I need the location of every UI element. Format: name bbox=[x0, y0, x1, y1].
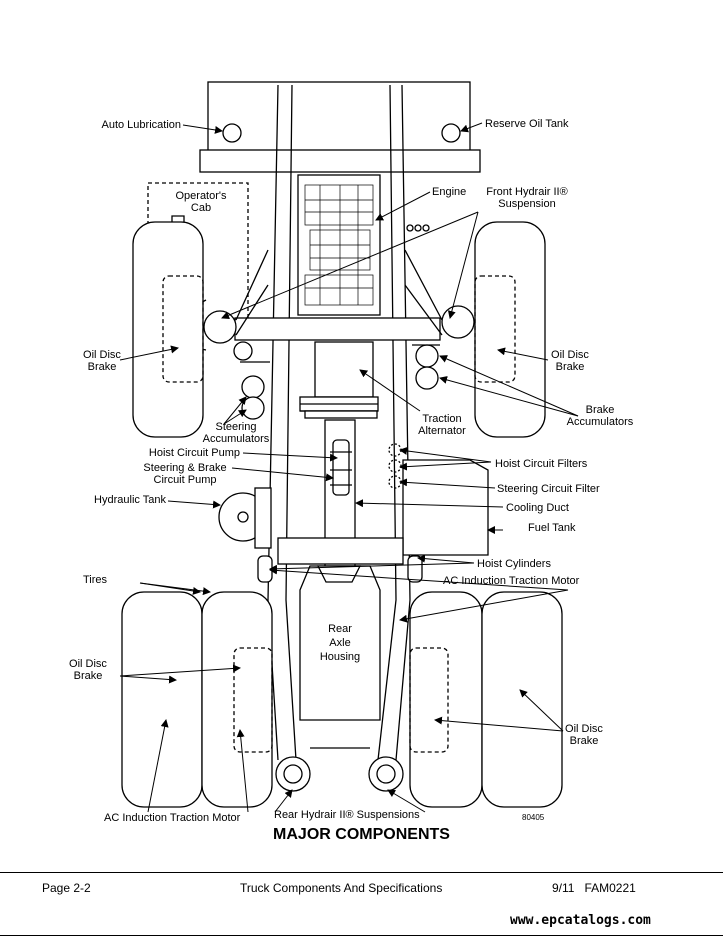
label-hoist-cylinders: Hoist Cylinders bbox=[477, 558, 551, 570]
footer-rule bbox=[0, 872, 723, 873]
label-steering-accumulators: Steering Accumulators bbox=[202, 421, 270, 445]
footer-section: Truck Components And Specifications bbox=[240, 881, 443, 895]
label-operators-cab: Operator's Cab bbox=[175, 190, 227, 214]
label-front-hydrair: Front Hydrair II® Suspension bbox=[486, 186, 568, 210]
auto-lube-tank bbox=[222, 123, 242, 143]
hoist-cylinder-left bbox=[257, 555, 273, 583]
label-oil-disc-brake-rear-left: Oil Disc Brake bbox=[69, 658, 107, 682]
footer-date-code: 9/11 FAM0221 bbox=[552, 881, 636, 895]
label-hoist-circuit-filters: Hoist Circuit Filters bbox=[495, 458, 588, 470]
front-right-tire bbox=[474, 221, 546, 438]
rear-right-outer-tire bbox=[481, 591, 563, 808]
label-tires: Tires bbox=[83, 574, 108, 586]
label-ac-motor-right: AC Induction Traction Motor bbox=[443, 575, 580, 587]
label-cooling-duct: Cooling Duct bbox=[506, 502, 569, 514]
rear-right-inner-tire bbox=[409, 591, 483, 808]
hoist-cylinder-right bbox=[407, 555, 423, 583]
reserve-oil-tank bbox=[441, 123, 461, 143]
label-brake-accumulators: Brake Accumulators bbox=[566, 404, 634, 428]
label-traction-alternator: Traction Alternator bbox=[418, 413, 466, 437]
hoist-pump bbox=[332, 439, 350, 496]
fuel-tank bbox=[402, 459, 489, 556]
front-suspension-left bbox=[203, 310, 237, 344]
label-fuel-tank: Fuel Tank bbox=[528, 522, 576, 534]
label-hoist-circuit-pump: Hoist Circuit Pump bbox=[148, 447, 240, 459]
label-rear-hydrair: Rear Hydrair II® Suspensions bbox=[274, 809, 420, 821]
label-reserve-oil-tank: Reserve Oil Tank bbox=[485, 118, 569, 130]
front-left-tire bbox=[132, 221, 204, 438]
label-engine: Engine bbox=[432, 186, 467, 198]
rear-suspension-right bbox=[368, 756, 404, 792]
figure-number: 80405 bbox=[522, 813, 545, 822]
footer-page: Page 2-2 bbox=[42, 881, 91, 895]
label-hydraulic-tank: Hydraulic Tank bbox=[94, 494, 166, 506]
diagram-title: MAJOR COMPONENTS bbox=[273, 826, 450, 843]
rear-suspension-left bbox=[275, 756, 311, 792]
traction-alternator bbox=[314, 341, 374, 398]
label-steering-circuit-filter: Steering Circuit Filter bbox=[497, 483, 600, 495]
label-ac-motor-left: AC Induction Traction Motor bbox=[104, 812, 241, 824]
front-suspension-right bbox=[441, 305, 475, 339]
label-steering-brake-pump: Steering & Brake Circuit Pump bbox=[143, 462, 227, 486]
rear-left-inner-tire bbox=[201, 591, 273, 808]
rear-left-outer-tire bbox=[121, 591, 203, 808]
label-oil-disc-brake-front-left: Oil Disc Brake bbox=[83, 349, 121, 373]
label-oil-disc-brake-front-right: Oil Disc Brake bbox=[551, 349, 589, 373]
label-auto-lubrication: Auto Lubrication bbox=[101, 119, 182, 131]
label-oil-disc-brake-rear-right: Oil Disc Brake bbox=[565, 723, 603, 747]
watermark: www.epcatalogs.com bbox=[510, 913, 651, 928]
label-rear-axle-housing: Rear Axle Housing bbox=[319, 623, 361, 663]
bottom-rule bbox=[0, 935, 723, 936]
